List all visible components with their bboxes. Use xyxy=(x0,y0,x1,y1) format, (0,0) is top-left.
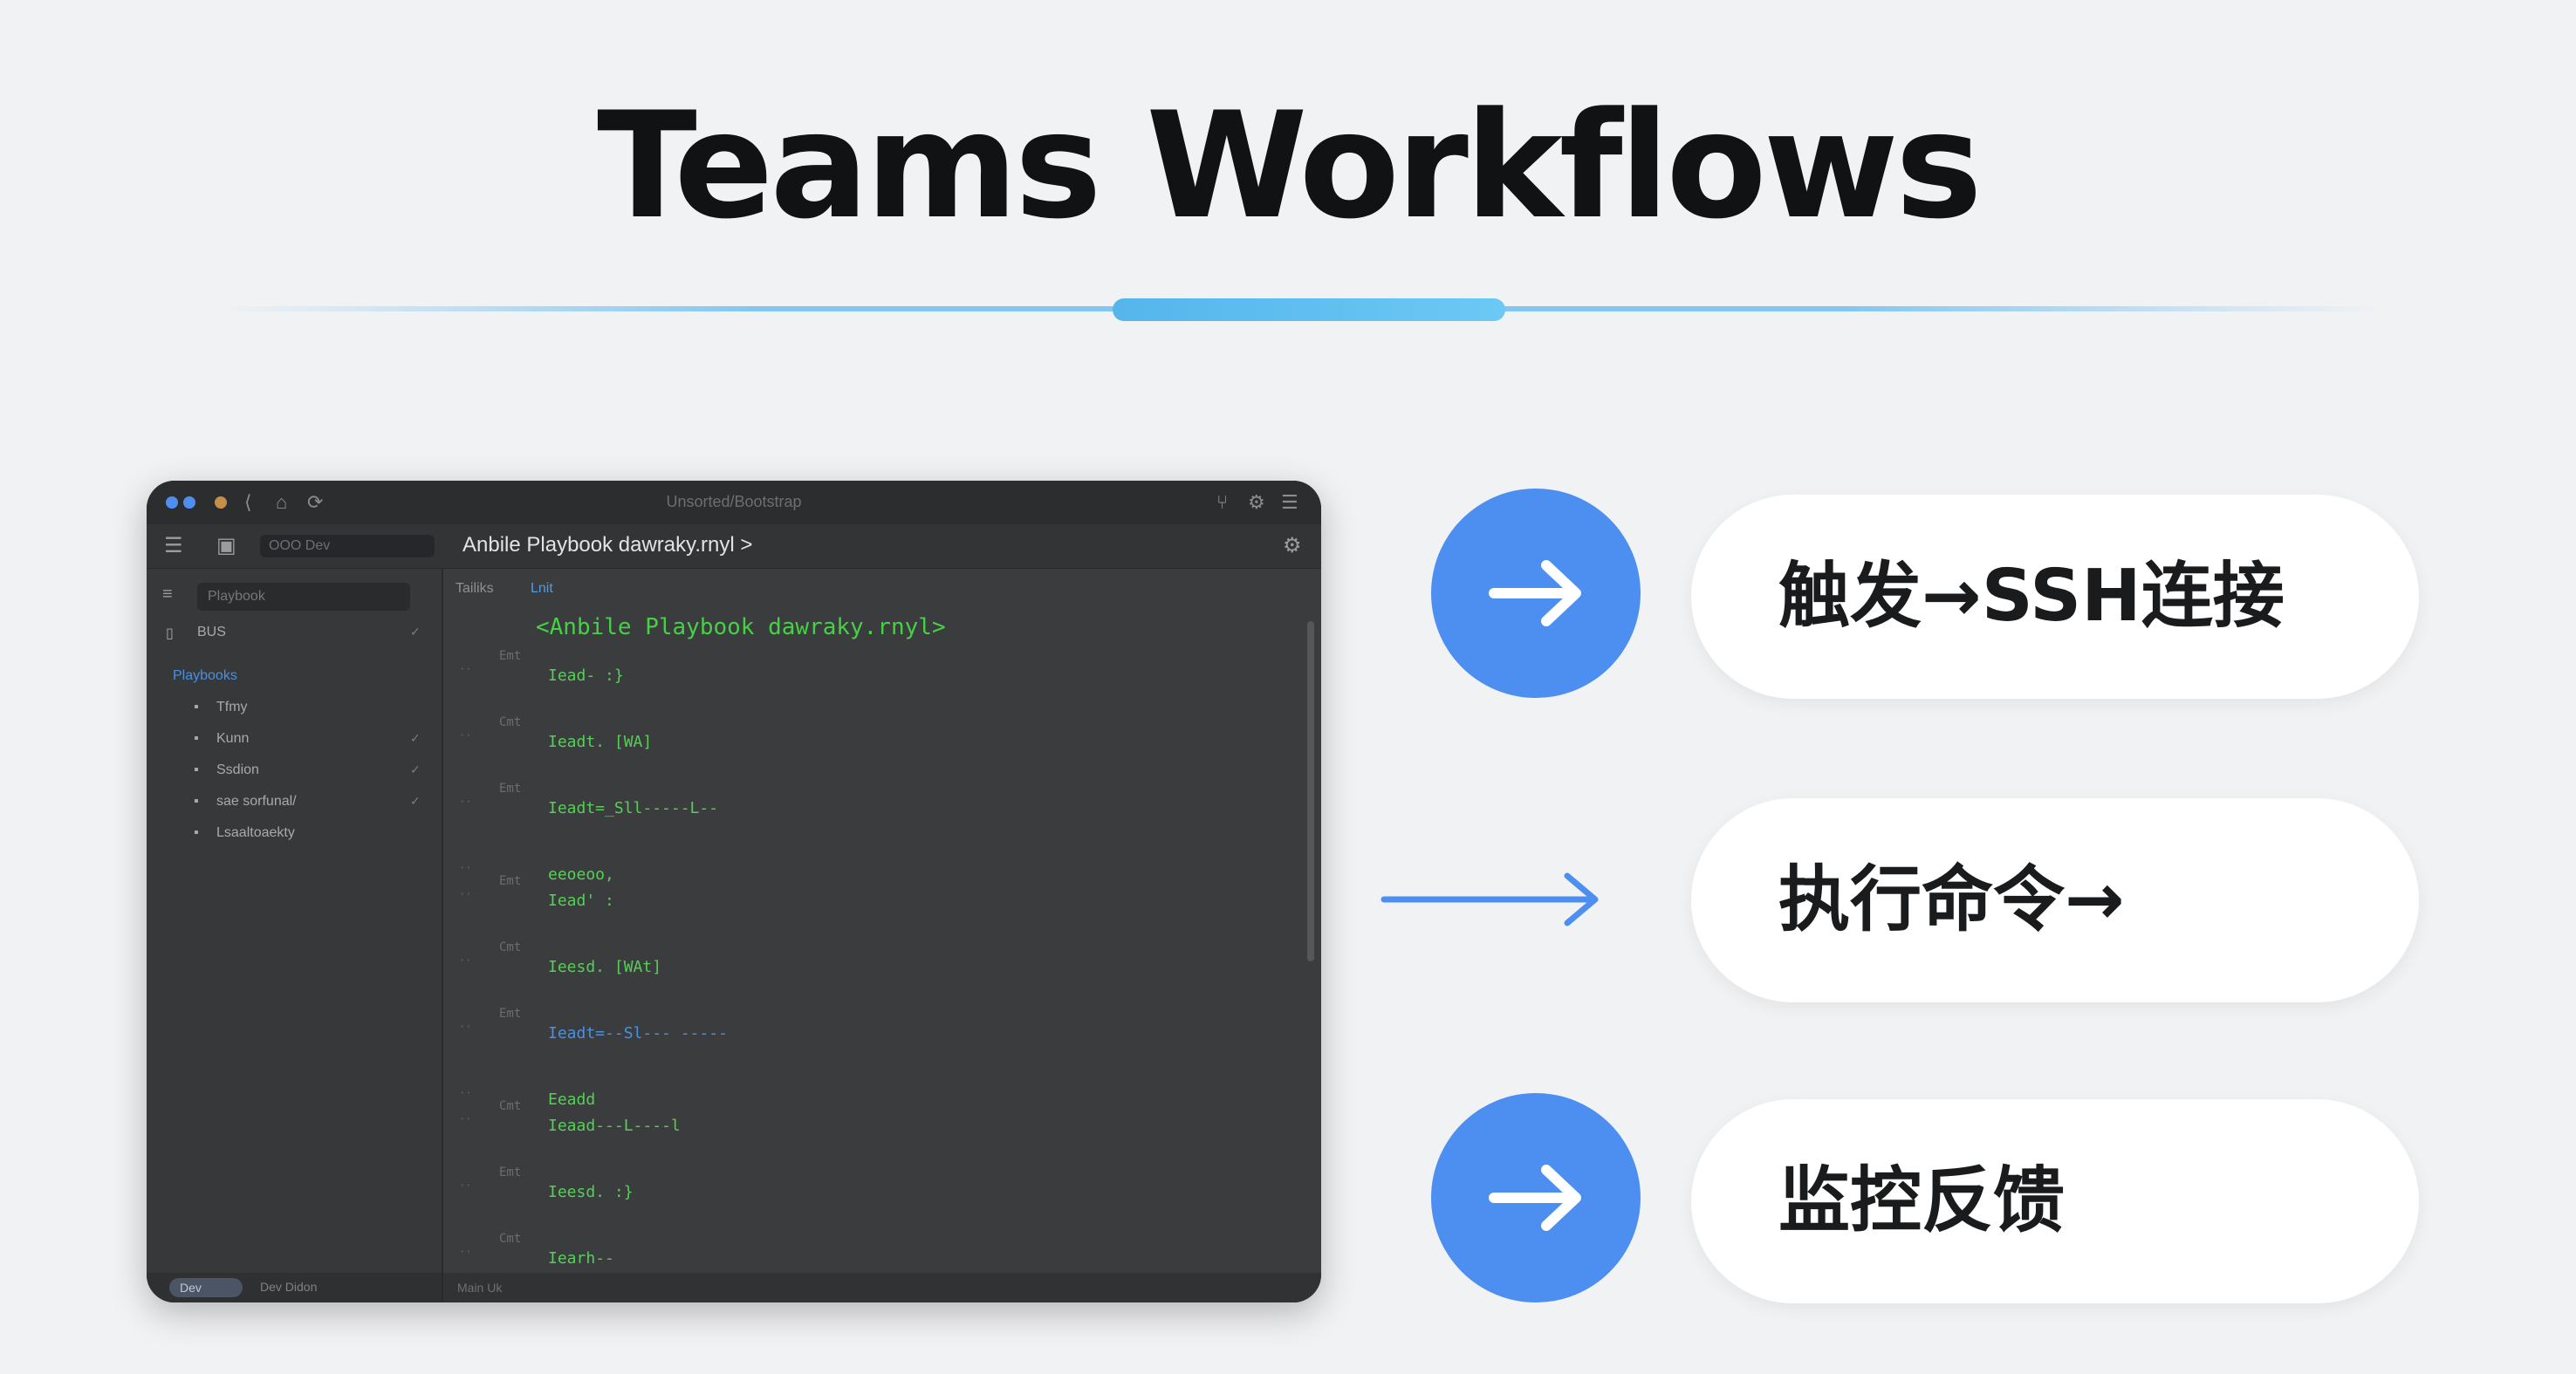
code-keyword: Emt xyxy=(499,874,522,888)
title-divider-highlight xyxy=(1113,298,1505,321)
back-icon[interactable]: ⟨ xyxy=(244,491,252,513)
line-number: ·· xyxy=(459,1246,472,1258)
line-number: ·· xyxy=(459,954,472,967)
code-line[interactable]: eeoeoo, xyxy=(548,865,614,884)
line-number: ·· xyxy=(459,729,472,742)
window-control-icon[interactable] xyxy=(166,496,178,509)
editor-scrollbar[interactable] xyxy=(1307,621,1314,961)
editor-header-left: Tailiks xyxy=(456,581,494,596)
editor-tab-title[interactable]: Anbile Playbook dawraky.rnyl > xyxy=(462,533,753,557)
step-2-label: 执行命令→ xyxy=(1778,858,2125,941)
sidebar-footer: Dev Dev Didon xyxy=(147,1273,442,1302)
sidebar-item[interactable]: Tfmy xyxy=(216,700,248,714)
window-title: Unsorted/Bootstrap xyxy=(666,493,802,510)
code-line[interactable]: Ieaad---L----l xyxy=(548,1117,681,1135)
file-explorer: ≡ Playbook ▯ BUS ✓ Playbooks ▪ Tfmy ▪ Ku… xyxy=(147,569,443,1302)
file-icon: ▪ xyxy=(194,731,199,746)
line-number: ·· xyxy=(459,1113,472,1125)
ide-window: ⟨ ⌂ ⟳ Unsorted/Bootstrap ⑂ ⚙ ☰ ☰ ▣ OOO D… xyxy=(147,481,1321,1302)
file-icon: ▪ xyxy=(194,700,199,714)
code-line[interactable]: Ieadt. [WA] xyxy=(548,733,653,751)
footer-status: Dev Didon xyxy=(260,1280,318,1294)
code-keyword: Cmt xyxy=(499,940,522,954)
step-1-arrow-button[interactable] xyxy=(1431,489,1641,698)
line-number: ·· xyxy=(459,1179,472,1192)
step-1-card: 触发→SSH连接 xyxy=(1691,495,2419,699)
editor-footer-text: Main Uk xyxy=(457,1281,503,1295)
branch-icon[interactable]: ⑂ xyxy=(1216,491,1229,513)
step-3-card: 监控反馈 xyxy=(1691,1099,2419,1303)
settings-icon[interactable]: ⚙ xyxy=(1283,534,1302,557)
editor-footer: Main Uk xyxy=(443,1273,1321,1302)
code-keyword: Emt xyxy=(499,649,522,663)
step-1-label: 触发→SSH连接 xyxy=(1778,555,2285,638)
code-keyword: Emt xyxy=(499,782,522,796)
code-line[interactable]: Ieadt=_Sll-----L-- xyxy=(548,799,719,817)
home-icon[interactable]: ⌂ xyxy=(276,491,288,513)
code-keyword: Emt xyxy=(499,1166,522,1179)
code-keyword: Cmt xyxy=(499,715,522,729)
window-control-icon[interactable] xyxy=(183,496,195,509)
step-3-label: 监控反馈 xyxy=(1778,1159,2066,1242)
sidebar-item[interactable]: Kunn xyxy=(216,731,250,746)
code-line[interactable]: Ieadt=--Sl--- ----- xyxy=(548,1024,728,1042)
code-editor[interactable]: Tailiks Lnit <Anbile Playbook dawraky.rn… xyxy=(443,569,1321,1302)
code-line[interactable]: Iead- :} xyxy=(548,666,624,685)
arrow-right-icon xyxy=(1489,1165,1581,1231)
sidebar-item-playbooks[interactable]: Playbooks xyxy=(173,668,237,683)
sidebar-item[interactable]: sae sorfunal/ xyxy=(216,794,297,809)
code-heading: <Anbile Playbook dawraky.rnyl> xyxy=(536,614,946,640)
layout-icon[interactable]: ▣ xyxy=(216,534,236,557)
folder-icon: ▯ xyxy=(166,626,174,641)
long-arrow-right-icon xyxy=(1380,872,1599,926)
line-number: ·· xyxy=(459,1087,472,1099)
ide-titlebar: ⟨ ⌂ ⟳ Unsorted/Bootstrap ⑂ ⚙ ☰ xyxy=(147,481,1321,524)
line-number: ·· xyxy=(459,796,472,808)
line-number: ·· xyxy=(459,888,472,900)
page-title: Teams Workflows xyxy=(597,80,1983,251)
line-number: ·· xyxy=(459,862,472,874)
step-2-card: 执行命令→ xyxy=(1691,798,2419,1002)
check-icon: ✓ xyxy=(410,625,421,639)
check-icon: ✓ xyxy=(410,794,421,808)
ide-toolbar: ☰ ▣ OOO Dev Anbile Playbook dawraky.rnyl… xyxy=(147,524,1321,569)
code-keyword: Emt xyxy=(499,1007,522,1021)
editor-header-right[interactable]: Lnit xyxy=(531,581,553,596)
file-icon: ▪ xyxy=(194,762,199,777)
sidebar-item[interactable]: Lsaaltoaekty xyxy=(216,825,295,840)
sidebar-item[interactable]: Ssdion xyxy=(216,762,259,777)
code-line[interactable]: Eeadd xyxy=(548,1090,596,1109)
refresh-icon[interactable]: ⟳ xyxy=(307,491,324,513)
line-number: ·· xyxy=(459,1021,472,1033)
settings-icon[interactable]: ⚙ xyxy=(1248,491,1265,513)
window-control-icon[interactable] xyxy=(215,496,227,509)
menu-icon[interactable]: ☰ xyxy=(1281,491,1298,513)
step-3-arrow-button[interactable] xyxy=(1431,1093,1641,1302)
file-icon: ▪ xyxy=(194,825,199,840)
code-keyword: Cmt xyxy=(499,1099,522,1113)
code-line[interactable]: Iearh-- xyxy=(548,1249,614,1268)
file-icon: ▪ xyxy=(194,794,199,809)
toolbar-field[interactable]: OOO Dev xyxy=(260,535,435,557)
code-line[interactable]: Ieesd. [WAt] xyxy=(548,958,662,976)
sidebar-item[interactable]: BUS xyxy=(197,625,226,639)
check-icon: ✓ xyxy=(410,731,421,745)
code-keyword: Cmt xyxy=(499,1232,522,1246)
code-line[interactable]: Iead' : xyxy=(548,892,614,910)
env-button[interactable]: Dev xyxy=(169,1278,243,1297)
check-icon: ✓ xyxy=(410,762,421,776)
code-line[interactable]: Ieesd. :} xyxy=(548,1183,634,1201)
sidebar-toggle-icon[interactable]: ☰ xyxy=(164,534,183,557)
arrow-right-icon xyxy=(1489,560,1581,626)
line-number: ·· xyxy=(459,663,472,675)
collapse-icon[interactable]: ≡ xyxy=(162,584,173,604)
search-input[interactable]: Playbook xyxy=(197,583,410,611)
